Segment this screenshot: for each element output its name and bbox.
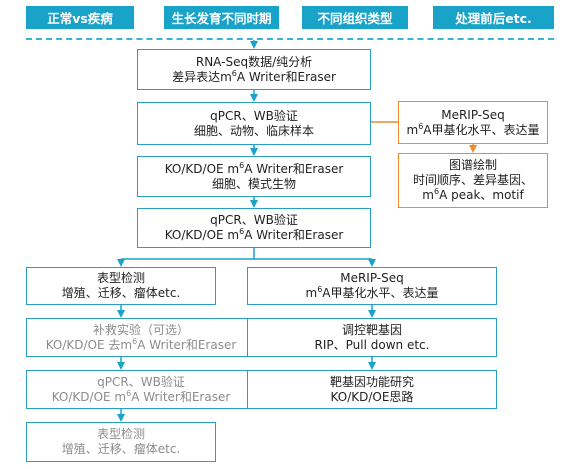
- box-qpcr-wb-2: qPCR、WB验证 KO/KD/OE m6A Writer和Eraser: [137, 208, 371, 248]
- box-rnaseq: RNA-Seq数据/纯分析 差异表达m6A Writer和Eraser: [137, 49, 371, 90]
- box-map-plotting: 图谱绘制 时间顺序、差异基因、 m6A peak、motif: [398, 153, 548, 208]
- tab-development-stages: 生长发育不同时期: [164, 6, 279, 29]
- tab-tissue-types: 不同组织类型: [302, 6, 408, 29]
- box-merip-seq-right: MeRIP-Seq m6A甲基化水平、表达量: [398, 101, 548, 144]
- divider-dashed: [26, 38, 554, 40]
- box-phenotype-2: 表型检测 增殖、迁移、瘤体etc.: [26, 422, 216, 462]
- box-ko-kd-oe-1: KO/KD/OE m6A Writer和Eraser 细胞、模式生物: [137, 156, 371, 197]
- box-rescue-experiment: 补救实验（可选） KO/KD/OE 去m6A Writer和Eraser: [26, 318, 256, 357]
- box-phenotype-1: 表型检测 增殖、迁移、瘤体etc.: [26, 267, 216, 305]
- box-target-gene: 调控靶基因 RIP、Pull down etc.: [247, 318, 497, 357]
- tab-before-after-treatment: 处理前后etc.: [433, 6, 554, 29]
- box-merip-seq-mid: MeRIP-Seq m6A甲基化水平、表达量: [247, 267, 497, 305]
- box-target-function: 靶基因功能研究 KO/KD/OE思路: [247, 370, 497, 409]
- box-qpcr-wb-1: qPCR、WB验证 细胞、动物、临床样本: [137, 102, 371, 145]
- box-qpcr-wb-3: qPCR、WB验证 KO/KD/OE m6A Writer和Eraser: [26, 370, 256, 409]
- branch-split: [121, 248, 372, 260]
- tab-normal-vs-disease: 正常vs疾病: [26, 6, 134, 29]
